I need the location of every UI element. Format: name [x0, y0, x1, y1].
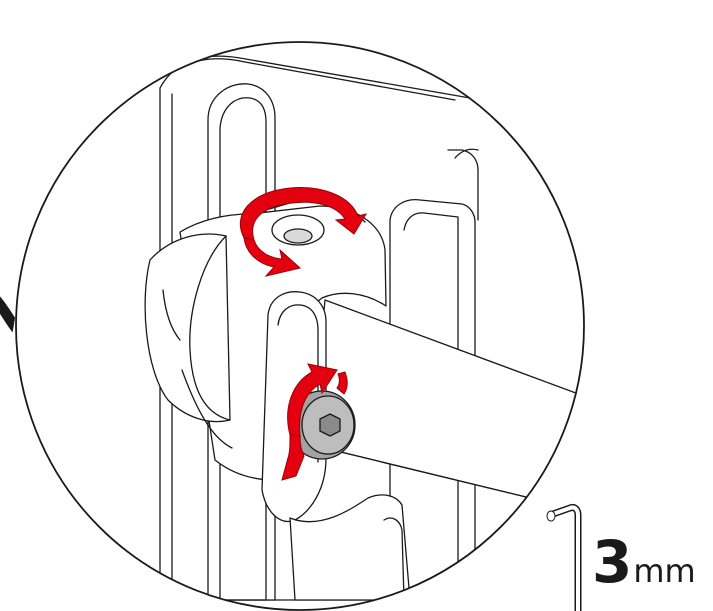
lower-bracket [289, 494, 411, 601]
tool-size-unit: mm [633, 552, 696, 590]
magnified-view [144, 55, 584, 601]
red-rotation-arrow-icon [239, 187, 368, 277]
clamp-boss [144, 233, 231, 423]
hex-socket [319, 413, 341, 437]
tool-size-label: 3 mm [592, 532, 696, 592]
magnifier-outline [15, 41, 585, 611]
red-rotation-arrow-icon [281, 363, 348, 481]
cable [0, 296, 16, 333]
tool-size-number: 3 [592, 528, 633, 596]
hex-key-icon [546, 504, 582, 611]
